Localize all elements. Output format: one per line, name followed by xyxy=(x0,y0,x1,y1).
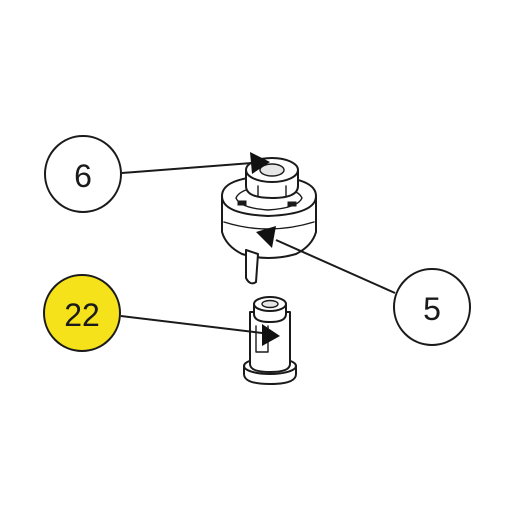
callout-6-label: 6 xyxy=(74,158,92,194)
leader-22 xyxy=(120,315,280,346)
nozzle-cap-tab-left xyxy=(237,200,247,206)
insert-body xyxy=(249,311,291,373)
leader-6 xyxy=(121,152,270,174)
callout-6[interactable]: 6 xyxy=(44,135,122,213)
arrow-22-icon xyxy=(262,324,280,346)
arrow-6-icon xyxy=(250,152,270,174)
arrow-5-icon xyxy=(256,226,276,248)
callout-5[interactable]: 5 xyxy=(393,268,471,346)
nozzle-cap-lever xyxy=(245,249,259,285)
nozzle-cap-tab-right xyxy=(287,201,297,207)
callout-5-label: 5 xyxy=(423,291,441,327)
callout-22[interactable]: 22 xyxy=(43,274,121,352)
callout-22-label: 22 xyxy=(64,297,100,333)
seat-bore xyxy=(259,163,285,177)
insert-part-22 xyxy=(243,296,297,385)
leader-5 xyxy=(256,226,396,294)
insert-bore xyxy=(261,299,279,309)
